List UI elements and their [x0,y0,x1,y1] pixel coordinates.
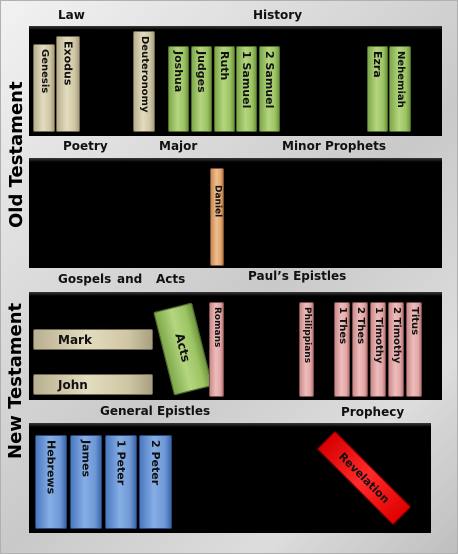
book-acts-title: Acts [172,331,194,364]
book-nehemiah-title: Nehemiah [395,51,406,108]
book-titus-title: Titus [409,307,420,336]
book-mark-title: Mark [58,332,92,347]
book-1-samuel-title: 1 Samuel [240,51,253,109]
book-ruth-title: Ruth [218,51,231,81]
category-major-prophets: Major [159,139,198,153]
book-joshua[interactable]: Joshua [168,46,189,132]
book-deuteronomy[interactable]: Deuteronomy [133,31,155,132]
category-general-epistles: General Epistles [100,404,211,418]
book-1-samuel[interactable]: 1 Samuel [236,46,257,132]
book-philippians[interactable]: Philippians [299,302,314,397]
book-john[interactable]: John [33,374,153,395]
shelf-law-history: Genesis Exodus Deuteronomy Joshua Judges… [29,26,442,136]
shelf-poetry-prophets: Daniel [29,158,442,268]
book-revelation-title: Revelation [336,450,392,506]
book-2-timothy[interactable]: 2 Timothy [388,302,404,397]
category-acts: Acts [156,272,186,286]
book-2-thessalonians-title: 2 Thes [355,307,366,345]
book-james[interactable]: James [70,435,102,529]
book-2-peter[interactable]: 2 Peter [139,435,172,529]
book-romans[interactable]: Romans [209,302,224,397]
book-james-title: James [79,440,93,477]
book-genesis-title: Genesis [39,49,50,94]
new-testament-label: New Testament [5,302,26,459]
book-deuteronomy-title: Deuteronomy [139,36,150,113]
label-and: and [117,272,143,286]
book-1-thessalonians-title: 1 Thes [337,307,348,345]
book-titus[interactable]: Titus [406,302,422,397]
category-prophecy: Prophecy [341,405,405,419]
book-ezra-title: Ezra [371,51,384,78]
category-history: History [253,8,303,22]
book-ruth[interactable]: Ruth [214,46,235,132]
book-2-samuel-title: 2 Samuel [263,51,276,109]
category-minor-prophets: Minor Prophets [282,139,387,153]
book-1-timothy[interactable]: 1 Timothy [370,302,386,397]
book-exodus[interactable]: Exodus [56,36,80,132]
category-poetry: Poetry [63,139,108,153]
category-gospels: Gospels [58,272,112,286]
book-1-timothy-title: 1 Timothy [373,307,384,364]
book-daniel-title: Daniel [212,185,223,218]
book-2-peter-title: 2 Peter [149,440,162,486]
book-daniel[interactable]: Daniel [210,168,224,266]
book-nehemiah[interactable]: Nehemiah [389,46,411,132]
book-joshua-title: Joshua [172,51,185,93]
book-1-peter[interactable]: 1 Peter [105,435,137,529]
book-revelation[interactable]: Revelation [316,430,412,526]
book-john-title: John [58,377,88,392]
category-pauls-epistles: Paul’s Epistles [248,269,347,283]
book-1-peter-title: 1 Peter [114,440,128,486]
shelf-gospels-epistles: Mark John Acts Romans Philippians 1 Thes… [29,292,442,400]
book-genesis[interactable]: Genesis [33,44,55,132]
book-2-thessalonians[interactable]: 2 Thes [352,302,368,397]
book-judges-title: Judges [195,51,208,93]
category-law: Law [58,8,85,22]
book-hebrews-title: Hebrews [44,440,58,495]
book-judges[interactable]: Judges [191,46,212,132]
book-mark[interactable]: Mark [33,329,153,350]
book-exodus-title: Exodus [61,41,75,86]
book-2-samuel[interactable]: 2 Samuel [259,46,280,132]
book-romans-title: Romans [212,307,222,348]
book-ezra[interactable]: Ezra [367,46,388,132]
book-1-thessalonians[interactable]: 1 Thes [334,302,350,397]
book-2-timothy-title: 2 Timothy [391,307,402,364]
book-philippians-title: Philippians [302,307,312,364]
old-testament-label: Old Testament [6,81,27,228]
shelf-general-epistles-prophecy: Hebrews James 1 Peter 2 Peter Revelation [29,423,431,533]
book-acts[interactable]: Acts [153,302,213,396]
book-hebrews[interactable]: Hebrews [35,435,67,529]
